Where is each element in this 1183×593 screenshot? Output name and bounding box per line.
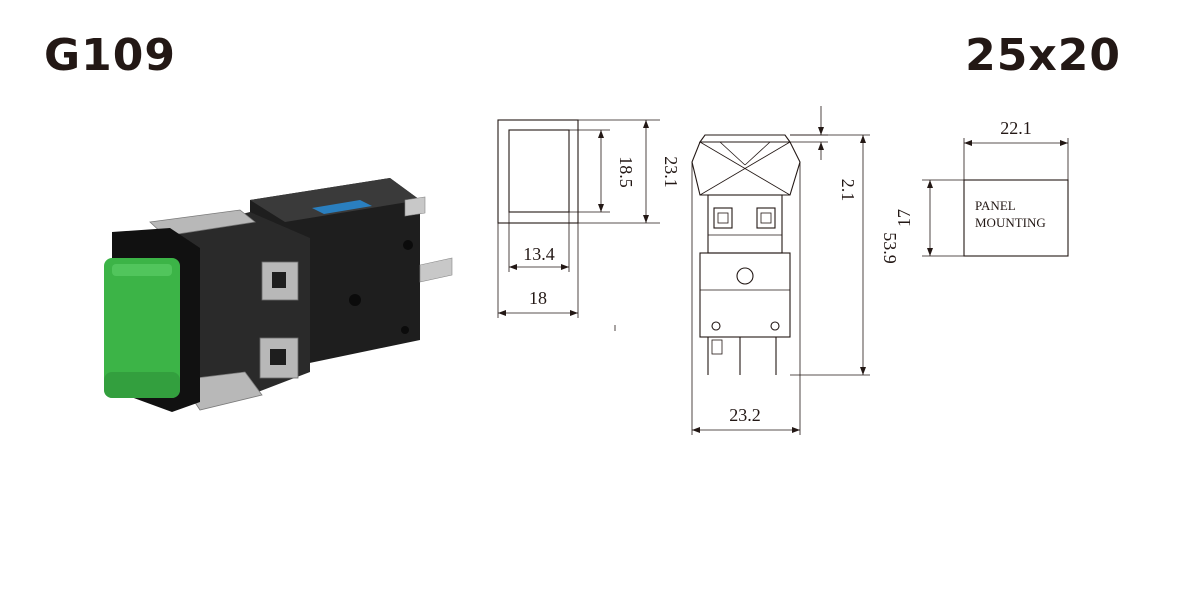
front-view-drawing: 13.4 18 18.5 23.1 — [497, 119, 681, 331]
panel-cutout-drawing: 22.1 17 PANEL MOUNTING — [894, 118, 1069, 257]
dim-cutout-height: 17 — [894, 209, 914, 227]
blue-indicator-strip — [312, 200, 372, 214]
model-title: G109 — [44, 30, 176, 81]
dim-body-width: 23.2 — [729, 405, 761, 425]
terminal-pin-middle — [419, 257, 453, 283]
side-cap — [698, 134, 792, 143]
dim-inner-width: 13.4 — [523, 244, 555, 264]
dim-cutout-width: 22.1 — [1000, 118, 1032, 138]
product-illustration — [104, 178, 453, 412]
front-outer-frame — [497, 119, 579, 224]
green-cap — [104, 258, 180, 398]
dim-total-length: 53.9 — [880, 232, 900, 264]
side-upper-housing — [707, 194, 783, 254]
dim-cap-height: 2.1 — [838, 179, 858, 202]
side-lower-body — [699, 252, 791, 338]
dim-outer-width: 18 — [529, 288, 547, 308]
front-inner-window — [508, 129, 570, 213]
terminal-pin-top — [404, 196, 426, 217]
panel-label-line2: MOUNTING — [975, 215, 1046, 230]
size-title: 25x20 — [965, 30, 1121, 81]
side-view-drawing: 2.1 53.9 23.2 — [691, 106, 900, 435]
dim-outer-height: 23.1 — [661, 156, 681, 188]
panel-cutout-rect — [963, 179, 1069, 257]
dim-inner-height: 18.5 — [616, 156, 636, 188]
panel-label-line1: PANEL — [975, 198, 1016, 213]
